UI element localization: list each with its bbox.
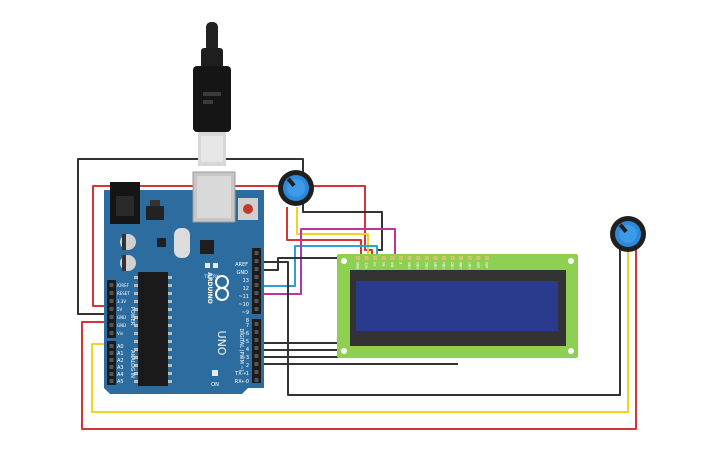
lcd-pin-label: VCC [365,261,369,268]
digital-pin-label: 13 [243,278,249,284]
lcd-pin[interactable] [356,256,360,260]
arduino-logo-icon: ARDUINO [206,272,229,304]
power-pin-label: IOREF [117,283,130,288]
tx-led-label: TX [203,274,209,279]
lcd-pin[interactable] [476,256,481,260]
lcd-pin[interactable] [399,256,403,260]
lcd-screen [356,281,558,331]
analog-pin-label: A3 [117,365,124,371]
lcd-pin-label: DB2 [425,262,429,269]
digital-pin-label: ~5 [242,339,249,345]
digital-pin-label: ~9 [242,310,249,316]
lcd-pin-label: LED [485,261,489,268]
lcd-pin-label: RS [382,262,386,266]
arduino-uno-board[interactable]: ON TX RX ARDUINO UNO [104,171,264,394]
lcd-pin-label: DB3 [433,262,437,269]
power-header-title: POWER [129,307,135,326]
lcd-pin[interactable] [467,256,472,260]
digital-pin-labels: 13 12 ~11 ~10 ~9 87 ~6 ~5 4 ~3 2TX→1RX←0 [234,278,249,385]
wire-5v-pot[interactable] [92,185,373,307]
wire-pot-wiper-lcd-v0[interactable] [296,207,369,257]
wire-rs[interactable] [260,245,378,287]
wire-gnd-pot[interactable] [77,158,383,315]
analog-pin-label: A4 [117,372,124,378]
lcd-pin[interactable] [364,256,369,260]
lcd-pin-label: GND [356,261,360,269]
digital-pin-label: ~3 [242,355,249,361]
digital-pin-label: 7 [246,323,249,329]
lcd-pin-label: DB0 [408,262,412,269]
lcd-pin[interactable] [424,256,429,260]
lcd-pin[interactable] [459,256,464,260]
lcd-pin[interactable] [450,256,455,260]
power-pin-labels: IOREF RESET 3.3V 5V GND GND Vin [117,283,130,336]
analog-header-title: ANALOG IN [129,350,135,378]
digital-pin-label: 2 [246,363,249,369]
atmega-chip [138,272,168,386]
gnd-label: GND [237,270,249,276]
lcd-pin-label: RW [390,261,394,267]
power-pin-label: GND [117,315,126,320]
digital-pin-label: 8 [246,318,249,324]
on-led-label: ON [211,382,219,388]
wire-5v-pot-right[interactable] [81,248,637,430]
lcd-pin-label: DB1 [416,262,420,269]
digital-header-title: DIGITAL (PWM ~) [238,328,244,371]
lcd-pin[interactable] [381,256,386,260]
power-pin-label: 5V [117,307,123,312]
lcd-pin[interactable] [390,256,395,260]
model-text: UNO [215,331,228,356]
analog-pin-label: A5 [117,379,124,385]
rx-led-label: RX [213,274,219,279]
lcd-pin[interactable] [442,256,446,260]
potentiometer-icon[interactable] [278,170,314,206]
wire-a0-pot-wiper[interactable] [91,248,629,413]
digital-header-upper [252,248,261,314]
aref-label: AREF [235,262,248,268]
lcd-pin-label: E [399,262,403,264]
lcd-pin-label: DB6 [459,262,463,269]
digital-pin-label: ~10 [238,302,249,308]
lcd-pin-label: V0 [373,262,377,266]
analog-pin-label: A2 [117,358,124,364]
wires [77,158,637,430]
digital-pin-label: ~6 [242,331,249,337]
power-pin-label: GND [117,323,126,328]
lcd-pin-label: DB4 [442,262,446,269]
lcd-pin-label: DB5 [451,262,455,269]
power-pin-label: Vin [117,331,124,336]
wire-pot-red-link[interactable] [286,207,362,257]
power-pin-label: 3.3V [117,299,126,304]
lcd-pin[interactable] [407,256,412,260]
usb-cable-icon[interactable] [193,22,231,166]
digital-pin-label: RX←0 [235,379,249,385]
digital-pin-label: ~11 [238,294,249,300]
power-pin-label: RESET [117,291,130,296]
lcd-pin-label: DB7 [468,262,472,269]
lcd-pin[interactable] [373,256,378,260]
lcd-pin-header: GND VCC V0 RS RW E DB0 DB1 DB2 DB3 DB4 DB5 DB6 DB7 LED… [356,256,489,269]
crystal-oscillator [174,228,190,258]
digital-pin-label: TX→1 [234,371,249,377]
digital-header-lower [252,319,261,383]
analog-pin-label: A1 [117,351,124,357]
potentiometer-icon[interactable] [610,216,646,252]
lcd-pin[interactable] [485,256,489,260]
analog-header [107,341,116,385]
lcd-16x2-display[interactable]: GND VCC V0 RS RW E DB0 DB1 DB2 DB3 DB4 DB5 DB6 DB7 LED… [337,254,578,358]
lcd-pin[interactable] [416,256,421,260]
digital-pin-label: 4 [246,347,249,353]
header-pins [109,251,259,383]
lcd-pin[interactable] [433,256,438,260]
wire-backlight-gnd[interactable] [260,248,621,396]
lcd-pin-label: LED [476,261,480,268]
analog-pin-label: A0 [117,344,124,350]
brand-text: ARDUINO [206,272,213,303]
digital-pin-label: 12 [243,286,249,292]
